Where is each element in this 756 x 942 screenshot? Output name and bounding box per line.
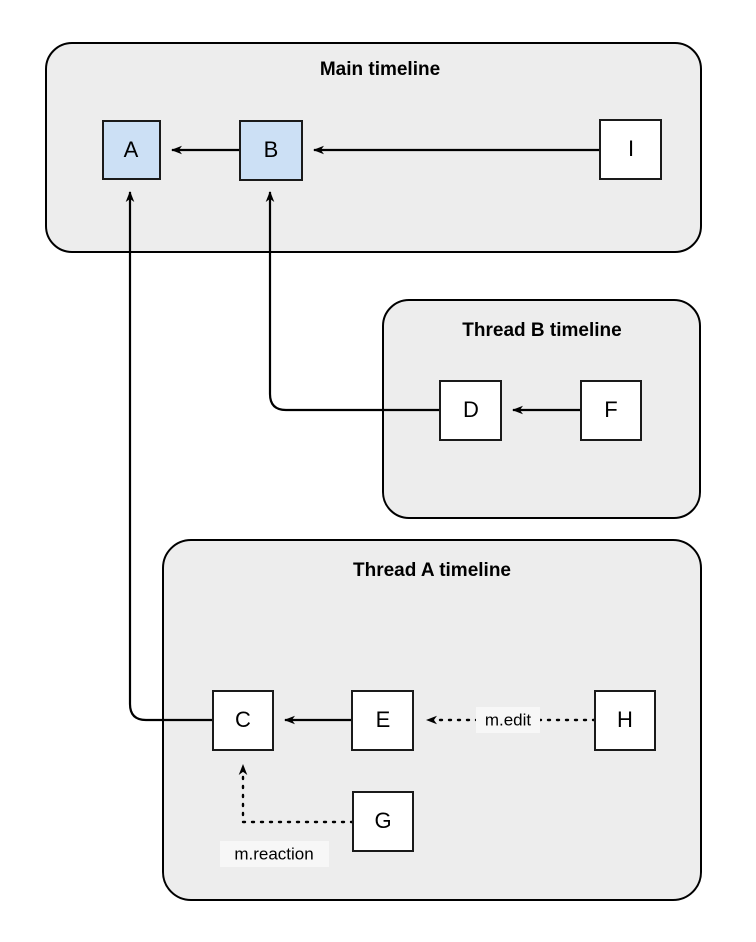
node-a[interactable]: A bbox=[102, 120, 161, 180]
node-a-box[interactable] bbox=[102, 120, 161, 180]
node-c-label: C bbox=[235, 707, 251, 732]
node-h-label: H bbox=[617, 707, 633, 732]
edge-c-to-a bbox=[125, 191, 213, 722]
node-g-box[interactable] bbox=[352, 791, 414, 852]
node-b[interactable]: B bbox=[239, 120, 303, 181]
edge-label-m-reaction-bg bbox=[220, 841, 329, 867]
node-d-box[interactable] bbox=[439, 380, 502, 441]
node-b-box[interactable] bbox=[239, 120, 303, 181]
node-f-label: F bbox=[604, 397, 617, 422]
node-d[interactable]: D bbox=[439, 380, 502, 441]
node-h[interactable]: H bbox=[594, 690, 656, 751]
node-f[interactable]: F bbox=[580, 380, 642, 441]
edge-d-to-b bbox=[265, 191, 440, 412]
group-thread-b-timeline-title: Thread B timeline bbox=[462, 320, 621, 341]
edge-g-to-c bbox=[238, 763, 355, 824]
node-c[interactable]: C bbox=[212, 690, 274, 751]
node-h-box[interactable] bbox=[594, 690, 656, 751]
group-main-timeline-box bbox=[45, 42, 702, 253]
edge-label-m-edit-bg bbox=[476, 707, 540, 733]
group-main-timeline: Main timeline bbox=[45, 42, 702, 253]
node-c-box[interactable] bbox=[212, 690, 274, 751]
edge-label-m-edit-text: m.edit bbox=[485, 710, 532, 729]
node-b-label: B bbox=[264, 137, 279, 162]
node-d-label: D bbox=[463, 397, 479, 422]
node-a-label: A bbox=[124, 137, 139, 162]
node-e-box[interactable] bbox=[351, 690, 414, 751]
node-i-label: I bbox=[628, 136, 634, 161]
node-i-box[interactable] bbox=[599, 119, 662, 180]
node-g[interactable]: G bbox=[352, 791, 414, 852]
edge-label-m-edit: m.edit bbox=[476, 707, 540, 733]
node-i[interactable]: I bbox=[599, 119, 662, 180]
group-thread-a-timeline-title: Thread A timeline bbox=[353, 560, 511, 581]
node-f-box[interactable] bbox=[580, 380, 642, 441]
node-e-label: E bbox=[376, 707, 391, 732]
group-main-timeline-title: Main timeline bbox=[320, 59, 440, 80]
edge-label-m-reaction-text: m.reaction bbox=[234, 844, 313, 863]
edge-label-m-reaction: m.reaction bbox=[220, 841, 329, 867]
node-g-label: G bbox=[374, 808, 391, 833]
node-e[interactable]: E bbox=[351, 690, 414, 751]
